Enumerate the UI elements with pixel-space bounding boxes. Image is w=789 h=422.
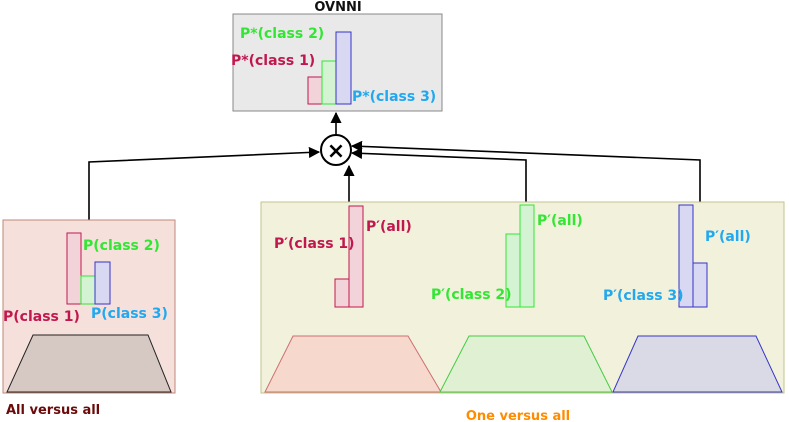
- ova2-bar-all: [519, 204, 535, 308]
- ova3-classifier-shape: [612, 335, 783, 393]
- ava-caption: All versus all: [6, 403, 100, 418]
- top-label-class2: P*(class 2): [240, 26, 324, 42]
- ava-label-class3: P(class 3): [91, 306, 168, 322]
- ova3-label-class: P′(class 3): [603, 288, 684, 304]
- ova-panel: [260, 201, 785, 394]
- ova1-label-all: P′(all): [366, 219, 412, 235]
- top-bar-class1: [307, 76, 323, 105]
- top-label-class1: P*(class 1): [231, 53, 315, 69]
- top-bar-class2: [321, 60, 337, 105]
- ova1-bar-all: [348, 205, 364, 308]
- ovnni-output-panel: [232, 13, 443, 112]
- ova2-classifier-shape: [439, 335, 613, 393]
- ova3-bar-class: [678, 204, 694, 308]
- ava-label-class2: P(class 2): [83, 238, 160, 254]
- arrow-ova2-to-combine: [350, 147, 527, 202]
- ovnni-title: OVNNI: [314, 0, 361, 15]
- arrow-ava-to-combine: [88, 146, 321, 222]
- combine-operator: ×: [320, 134, 352, 166]
- ova2-label-all: P′(all): [537, 213, 583, 229]
- ava-bar-class1: [66, 232, 82, 305]
- top-bar-class3: [335, 31, 352, 105]
- ava-label-class1: P(class 1): [3, 309, 80, 325]
- ava-classifier-shape: [6, 334, 172, 393]
- ova1-bar-class: [334, 278, 350, 308]
- ava-panel: [2, 219, 176, 394]
- ova3-label-all: P′(all): [705, 229, 751, 245]
- multiply-icon: ×: [327, 139, 345, 164]
- ova-caption: One versus all: [466, 409, 570, 422]
- ova2-label-class: P′(class 2): [431, 287, 512, 303]
- ava-bar-class2: [80, 275, 96, 305]
- arrow-ova3-to-combine: [350, 140, 701, 218]
- ova3-bar-all: [692, 262, 708, 308]
- ava-bar-class3: [94, 261, 111, 305]
- top-label-class3: P*(class 3): [352, 89, 436, 105]
- ova1-label-class: P′(class 1): [274, 236, 355, 252]
